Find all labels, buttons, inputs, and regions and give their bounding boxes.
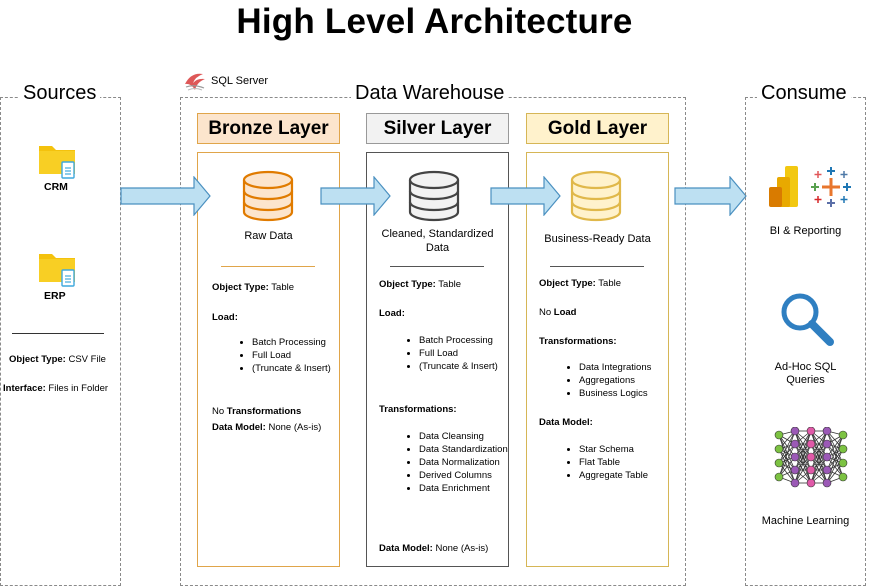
silver-load-list: Batch Processing Full Load (Truncate & I… bbox=[379, 334, 547, 373]
neural-network-icon bbox=[773, 426, 849, 493]
folder-icon bbox=[38, 251, 80, 291]
divider bbox=[221, 266, 315, 267]
bronze-layer-header: Bronze Layer bbox=[197, 113, 340, 144]
list-item: Data Standardization bbox=[419, 443, 547, 456]
search-icon bbox=[778, 290, 836, 348]
database-icon bbox=[568, 170, 624, 224]
gold-data-model-label: Data Model: bbox=[539, 417, 593, 428]
list-item: Derived Columns bbox=[419, 469, 547, 482]
list-item: Data Cleansing bbox=[419, 430, 547, 443]
silver-transformations-label: Transformations: bbox=[379, 404, 457, 415]
bronze-transformations: No Transformations bbox=[212, 406, 302, 417]
machine-learning-label: Machine Learning bbox=[761, 515, 850, 527]
sources-interface: Interface: Files in Folder bbox=[3, 383, 109, 394]
list-item: Data Enrichment bbox=[419, 482, 547, 495]
power-bi-icon bbox=[767, 165, 801, 209]
diagram-title: High Level Architecture bbox=[236, 2, 633, 41]
gold-transformations-list: Data Integrations Aggregations Business … bbox=[539, 361, 707, 400]
bronze-caption: Raw Data bbox=[244, 230, 293, 242]
gold-layer-header: Gold Layer bbox=[526, 113, 669, 144]
list-item: Business Logics bbox=[579, 387, 707, 400]
flow-arrow bbox=[120, 175, 212, 217]
sql-server-label: SQL Server bbox=[211, 75, 269, 87]
gold-transformations-label: Transformations: bbox=[539, 336, 617, 347]
warehouse-label: Data Warehouse bbox=[351, 82, 509, 104]
list-item: Data Normalization bbox=[419, 456, 547, 469]
divider bbox=[550, 266, 644, 267]
list-item: (Truncate & Insert) bbox=[419, 360, 547, 373]
silver-layer-header: Silver Layer bbox=[366, 113, 509, 144]
database-icon bbox=[406, 170, 462, 224]
database-icon bbox=[240, 170, 296, 224]
list-item: Full Load bbox=[419, 347, 547, 360]
gold-object-type: Object Type: Table bbox=[539, 278, 622, 289]
bi-reporting-label: BI & Reporting bbox=[769, 225, 842, 237]
sql-server-icon bbox=[183, 70, 207, 92]
list-item: Aggregate Table bbox=[579, 469, 707, 482]
silver-caption: Cleaned, Standardized Data bbox=[381, 228, 494, 254]
bronze-object-type: Object Type: Table bbox=[212, 282, 295, 293]
list-item: Aggregations bbox=[579, 374, 707, 387]
flow-arrow bbox=[674, 175, 748, 217]
sources-label: Sources bbox=[19, 82, 101, 104]
adhoc-queries-label: Ad-Hoc SQL Queries bbox=[774, 361, 837, 386]
consume-label: Consume bbox=[757, 82, 851, 104]
list-item: (Truncate & Insert) bbox=[252, 362, 377, 375]
list-item: Batch Processing bbox=[252, 336, 377, 349]
list-item: Flat Table bbox=[579, 456, 707, 469]
flow-arrow bbox=[320, 175, 392, 217]
silver-layer-box bbox=[366, 152, 509, 567]
gold-layer-box bbox=[526, 152, 669, 567]
folder-icon bbox=[38, 143, 80, 183]
bronze-data-model: Data Model: None (As-is) bbox=[212, 422, 322, 433]
list-item: Data Integrations bbox=[579, 361, 707, 374]
divider bbox=[390, 266, 484, 267]
source-crm-label: CRM bbox=[44, 181, 68, 193]
sources-object-type: Object Type: CSV File bbox=[9, 354, 106, 365]
silver-load-label: Load: bbox=[379, 308, 405, 319]
bronze-load-list: Batch Processing Full Load (Truncate & I… bbox=[212, 336, 377, 375]
silver-transformations-list: Data Cleansing Data Standardization Data… bbox=[379, 430, 547, 495]
bronze-load-label: Load: bbox=[212, 312, 238, 323]
silver-data-model: Data Model: None (As-is) bbox=[379, 543, 489, 554]
silver-object-type: Object Type: Table bbox=[379, 279, 462, 290]
gold-data-model-list: Star Schema Flat Table Aggregate Table bbox=[539, 443, 707, 482]
list-item: Star Schema bbox=[579, 443, 707, 456]
gold-load: No Load bbox=[539, 307, 577, 318]
list-item: Batch Processing bbox=[419, 334, 547, 347]
gold-caption: Business-Ready Data bbox=[544, 233, 651, 245]
bronze-layer-box bbox=[197, 152, 340, 567]
tableau-icon bbox=[810, 166, 852, 208]
list-item: Full Load bbox=[252, 349, 377, 362]
source-erp-label: ERP bbox=[44, 290, 66, 302]
divider bbox=[12, 333, 104, 334]
flow-arrow bbox=[490, 175, 562, 217]
